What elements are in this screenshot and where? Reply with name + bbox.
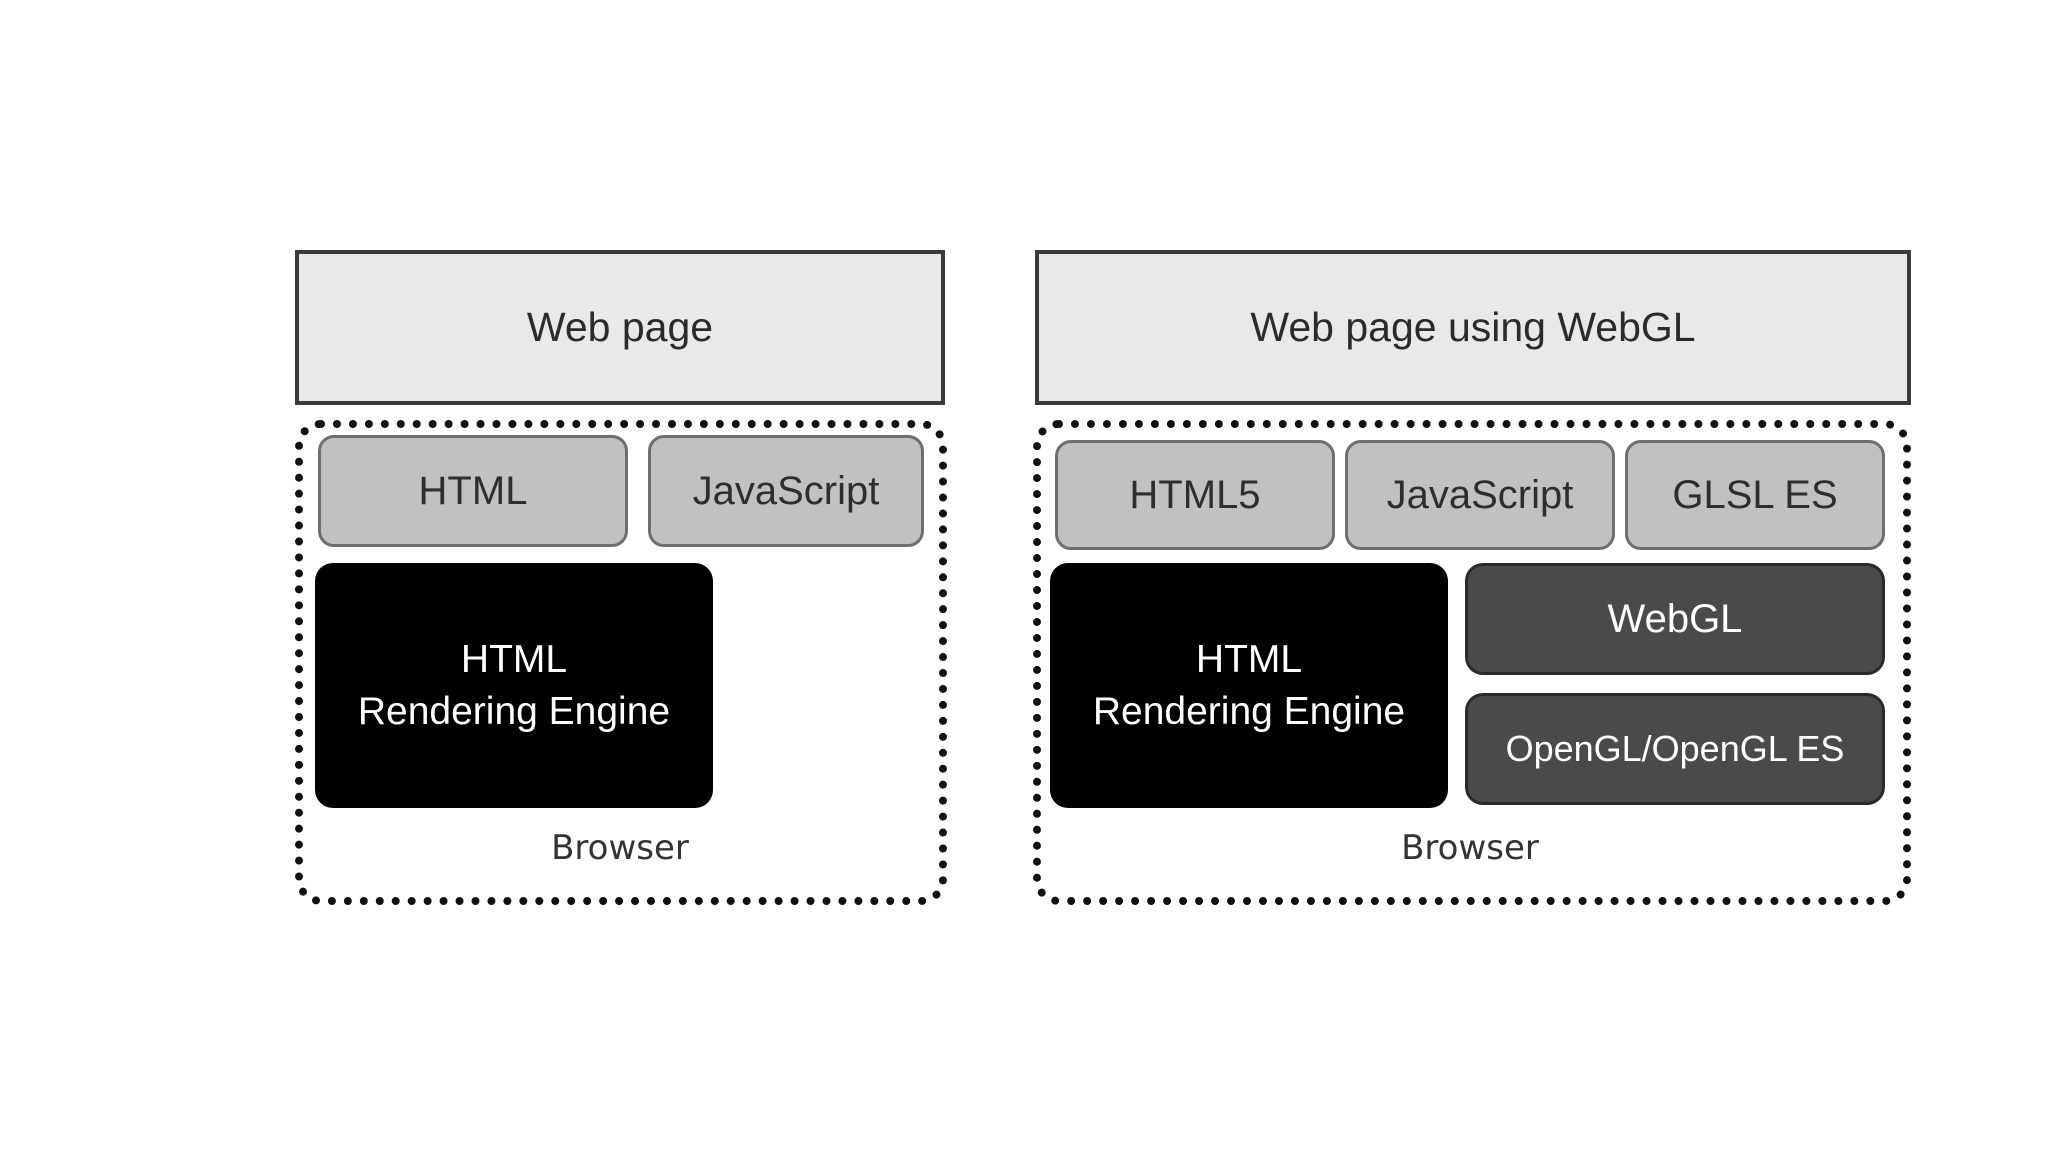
html-box: HTML [318, 435, 628, 547]
webgl-box: WebGL [1465, 563, 1885, 675]
engine-line-2: Rendering Engine [357, 689, 671, 733]
html5-label: HTML5 [1129, 472, 1261, 517]
html5-box: HTML5 [1055, 440, 1335, 550]
javascript-box: JavaScript [648, 435, 924, 547]
engine-line-1: HTML [460, 637, 568, 681]
webgl-page-box: Web page using WebGL [1035, 250, 1911, 405]
glsl-es-label: GLSL ES [1672, 472, 1838, 517]
webgl-page-label: Web page using WebGL [1250, 304, 1696, 350]
engine-line-1: HTML [1195, 637, 1303, 681]
opengl-label: OpenGL/OpenGL ES [1505, 728, 1845, 769]
opengl-box: OpenGL/OpenGL ES [1465, 693, 1885, 805]
engine-line-2: Rendering Engine [1092, 689, 1406, 733]
javascript-label: JavaScript [692, 468, 880, 513]
web-page-label: Web page [526, 304, 714, 350]
javascript-box: JavaScript [1345, 440, 1615, 550]
html-rendering-engine-box: HTML Rendering Engine [315, 563, 713, 808]
javascript-label: JavaScript [1386, 472, 1574, 517]
html-label: HTML [418, 468, 528, 513]
web-page-box: Web page [295, 250, 945, 405]
browser-label: Browser [551, 828, 689, 868]
browser-label: Browser [1401, 828, 1539, 868]
html-rendering-engine-box: HTML Rendering Engine [1050, 563, 1448, 808]
webgl-label: WebGL [1607, 596, 1743, 641]
glsl-es-box: GLSL ES [1625, 440, 1885, 550]
